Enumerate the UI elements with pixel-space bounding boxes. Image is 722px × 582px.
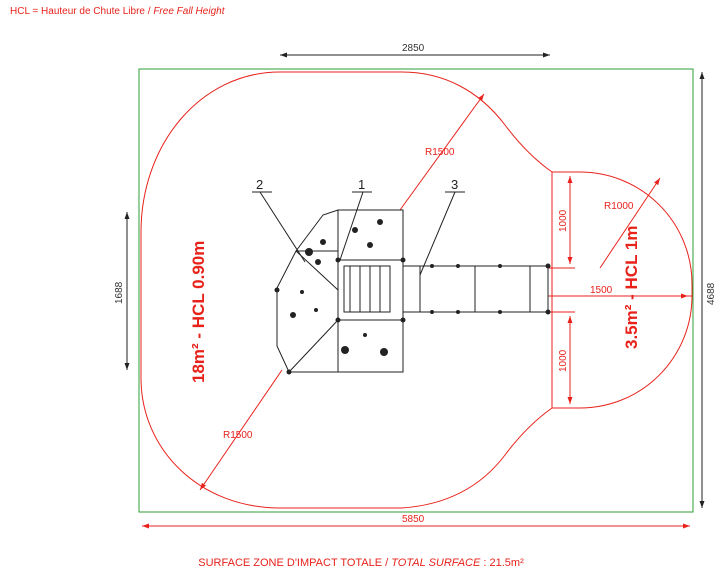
part-2-leader bbox=[259, 191, 306, 263]
impact-zone-outline bbox=[140, 71, 693, 509]
dim-r1000-arrow bbox=[599, 177, 661, 269]
dim-top-width: 2850 bbox=[402, 43, 425, 54]
legend-italic-text: Free Fall Height bbox=[153, 6, 225, 17]
dim-small-offset: 1500 bbox=[590, 285, 613, 296]
zone-main-label: 18m² - HCL 0.90m bbox=[189, 241, 208, 383]
dim-small-upper: 1000 bbox=[558, 209, 569, 232]
zone-small-label: 3.5m² - HCL 1m bbox=[622, 226, 641, 349]
dim-r1500-bottom: R1500 bbox=[223, 430, 253, 441]
boundary-rectangle bbox=[138, 68, 694, 513]
climbing-holds bbox=[274, 219, 551, 375]
dim-left-height: 1688 bbox=[114, 281, 125, 304]
part-1-leader bbox=[339, 191, 364, 261]
footer-value: : 21.5m² bbox=[480, 557, 524, 569]
part-number-1: 1 bbox=[358, 177, 365, 192]
dim-r1500-bottom-arrow bbox=[199, 369, 283, 491]
part-number-2: 2 bbox=[256, 177, 263, 192]
part-number-3: 3 bbox=[451, 177, 458, 192]
part-3-leader bbox=[419, 191, 456, 276]
total-surface-caption: SURFACE ZONE D'IMPACT TOTALE / TOTAL SUR… bbox=[0, 557, 722, 569]
legend-text: HCL = Hauteur de Chute Libre / bbox=[10, 6, 154, 17]
play-structure bbox=[276, 209, 549, 373]
dim-total-height: 4688 bbox=[706, 282, 717, 305]
ladder bbox=[343, 265, 391, 313]
dim-total-width: 5850 bbox=[402, 514, 425, 525]
dim-r1000: R1000 bbox=[604, 201, 634, 212]
dim-small-lower: 1000 bbox=[558, 349, 569, 372]
legend-hcl: HCL = Hauteur de Chute Libre / Free Fall… bbox=[10, 6, 224, 17]
footer-italic-text: TOTAL SURFACE bbox=[391, 557, 481, 569]
dim-r1500-top: R1500 bbox=[425, 147, 455, 158]
footer-text: SURFACE ZONE D'IMPACT TOTALE / bbox=[198, 557, 392, 569]
climbing-panel bbox=[276, 209, 404, 373]
dim-r1500-top-arrow bbox=[399, 93, 485, 211]
